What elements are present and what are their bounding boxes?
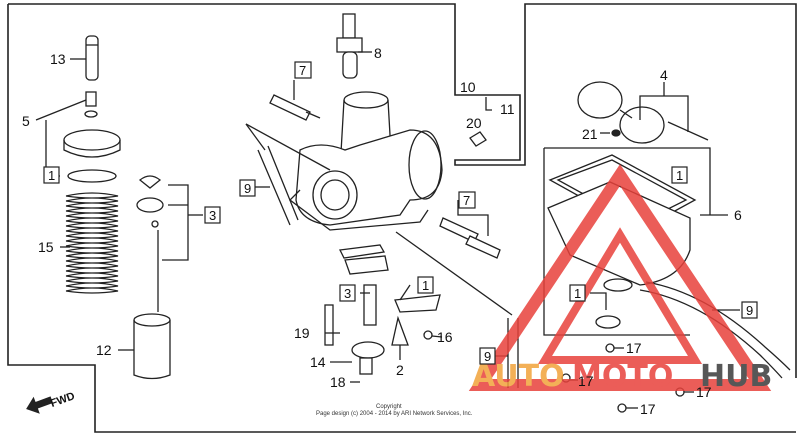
callouts: 13 5 1 15 12 3 8 7 9 7 1 3 19 14 18 2 16… <box>22 45 758 417</box>
float-assembly <box>469 81 791 413</box>
callout-9c: 9 <box>746 303 753 318</box>
fwd-indicator: FWD <box>26 390 77 414</box>
callout-box-7b <box>458 191 476 209</box>
callout-21: 21 <box>582 126 598 142</box>
callout-20: 20 <box>466 115 482 131</box>
watermark-hub: HUB <box>700 359 772 394</box>
callout-1d: 1 <box>574 286 581 301</box>
callout-13: 13 <box>50 51 66 67</box>
spring <box>65 192 119 294</box>
copyright-line-2: Page design (c) 2004 - 2014 by ARI Netwo… <box>316 411 473 417</box>
watermark-auto: AUTO <box>472 359 565 394</box>
callout-17b: 17 <box>578 373 594 389</box>
callout-9a: 9 <box>244 181 251 196</box>
callout-3a: 3 <box>209 208 216 223</box>
carburetor-body <box>245 13 519 388</box>
diagram-border <box>7 3 797 433</box>
callout-box-7a <box>294 61 312 79</box>
watermark-triangle <box>468 164 772 391</box>
callout-11: 11 <box>500 101 515 117</box>
callout-box-3a <box>204 206 221 224</box>
callout-box-1c <box>671 166 688 184</box>
callout-box-1b <box>417 276 434 294</box>
callout-3b: 3 <box>344 286 351 301</box>
callout-7b: 7 <box>463 193 470 208</box>
callout-16: 16 <box>437 329 453 345</box>
callout-14: 14 <box>310 354 326 370</box>
callout-box-9a <box>239 179 256 197</box>
callout-15: 15 <box>38 239 54 255</box>
callout-1a: 1 <box>48 168 55 183</box>
fwd-arrow-icon <box>26 396 53 414</box>
callout-17a: 17 <box>626 340 642 356</box>
callout-6: 6 <box>734 207 742 223</box>
callout-box-9c <box>741 301 758 319</box>
callout-8: 8 <box>374 45 382 61</box>
callout-17d: 17 <box>640 401 656 417</box>
callout-10: 10 <box>460 79 476 95</box>
callout-9b: 9 <box>484 349 491 364</box>
callout-box-9b <box>479 347 496 365</box>
callout-4: 4 <box>660 67 668 83</box>
watermark-moto: MOTO <box>572 359 673 394</box>
fwd-label: FWD <box>49 390 77 410</box>
callout-2: 2 <box>396 362 404 378</box>
copyright-line-1: Copyright <box>376 404 402 410</box>
left-assembly <box>35 35 203 380</box>
callout-17c: 17 <box>696 384 712 400</box>
callout-1c: 1 <box>676 168 683 183</box>
callout-box-3b <box>339 284 356 302</box>
callout-box-1a <box>43 166 60 184</box>
callout-7a: 7 <box>299 63 306 78</box>
callout-1b: 1 <box>422 278 429 293</box>
callout-12: 12 <box>96 342 112 358</box>
callout-18: 18 <box>330 374 346 390</box>
callout-19: 19 <box>294 325 310 341</box>
callout-box-1d <box>569 284 586 302</box>
callout-5: 5 <box>22 113 30 129</box>
